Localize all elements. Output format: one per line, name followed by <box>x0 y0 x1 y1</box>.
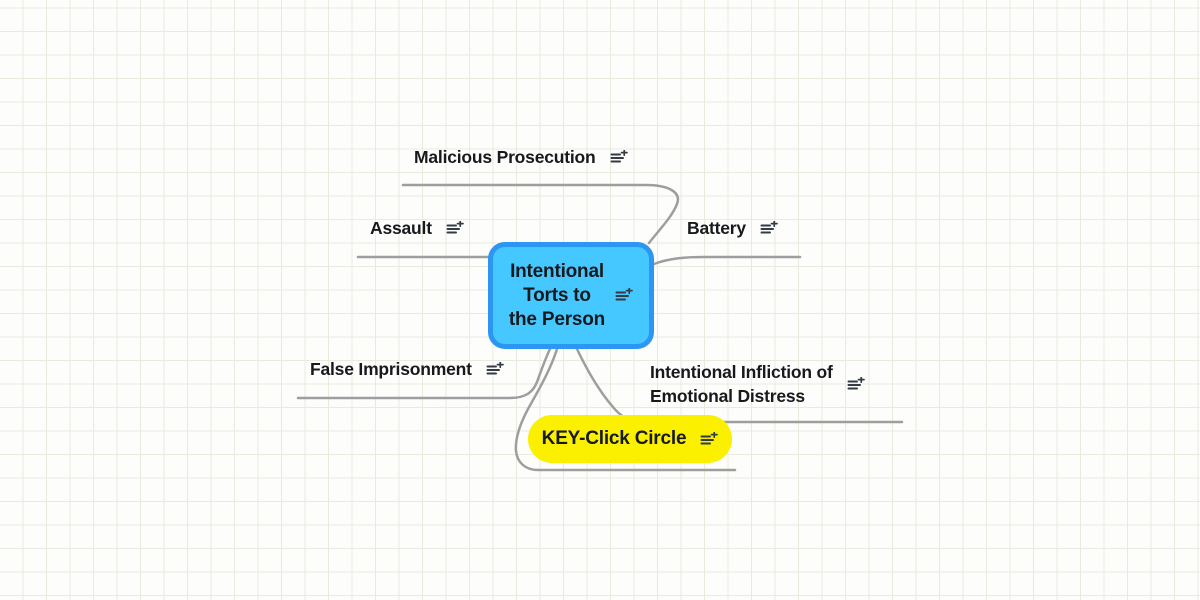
note-plus-icon[interactable] <box>700 431 719 447</box>
note-plus-icon[interactable] <box>610 149 628 165</box>
connector-battery <box>652 255 802 266</box>
topic-label: Battery <box>687 218 746 238</box>
note-plus-icon[interactable] <box>446 220 464 236</box>
topic-malicious-prosecution[interactable]: Malicious Prosecution <box>414 147 628 167</box>
central-topic-line-3: the Person <box>508 308 606 330</box>
topic-label: Assault <box>370 218 432 238</box>
topic-label: False Imprisonment <box>310 359 472 379</box>
topic-intentional-infliction-of-emotional-distress[interactable]: Intentional Infliction of Emotional Dist… <box>650 360 865 408</box>
central-topic-label: Intentional Torts to the Person <box>509 260 605 332</box>
central-topic-intentional-torts[interactable]: Intentional Torts to the Person <box>488 242 654 349</box>
central-topic-line-1: Intentional <box>510 260 604 282</box>
topic-battery[interactable]: Battery <box>687 218 778 238</box>
central-topic-line-2: Torts to <box>523 284 591 306</box>
topic-label-line-1: Intentional Infliction of <box>650 362 833 382</box>
topic-assault[interactable]: Assault <box>370 218 464 238</box>
topic-false-imprisonment[interactable]: False Imprisonment <box>310 359 504 379</box>
topic-label: Malicious Prosecution <box>414 147 596 167</box>
note-plus-icon[interactable] <box>760 220 778 236</box>
topic-label: KEY-Click Circle <box>541 428 687 449</box>
topic-key-click-circle[interactable]: KEY-Click Circle <box>528 415 732 463</box>
note-plus-icon[interactable] <box>847 376 865 392</box>
note-plus-icon[interactable] <box>486 361 504 377</box>
note-plus-icon[interactable] <box>615 288 633 303</box>
topic-label: Intentional Infliction of Emotional Dist… <box>650 360 833 408</box>
topic-label-line-2: Emotional Distress <box>650 386 805 406</box>
